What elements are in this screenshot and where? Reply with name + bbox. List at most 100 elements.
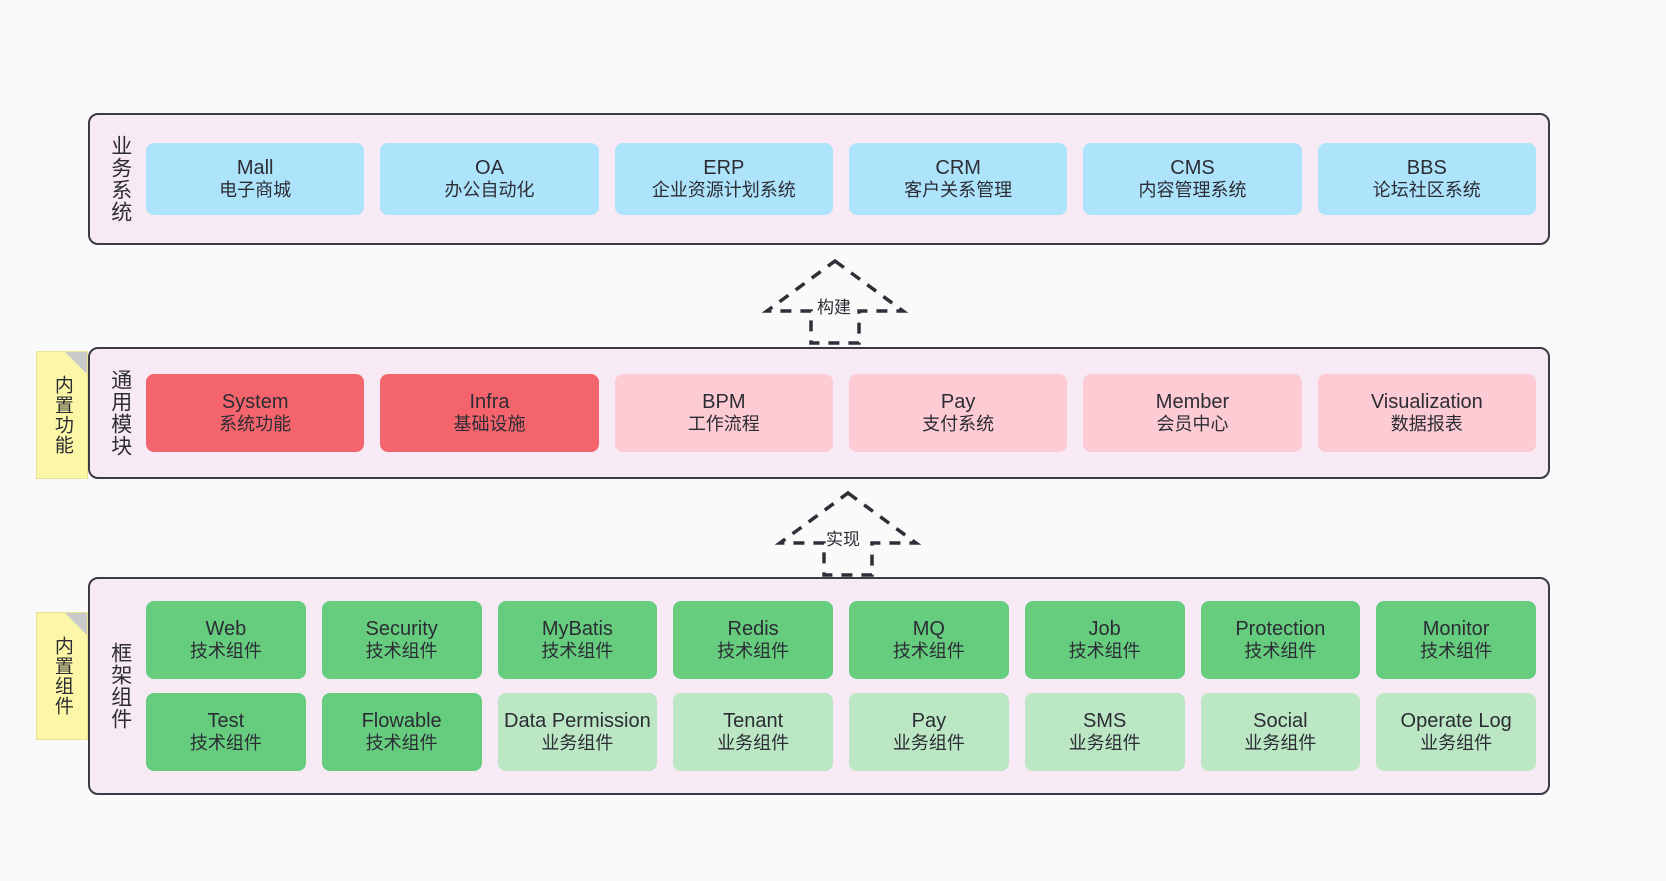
card-title-en: OA [475, 156, 504, 179]
card-subtitle-cn: 会员中心 [1156, 414, 1229, 435]
card-subtitle-cn: 业务组件 [1420, 733, 1493, 754]
card-title-en: BPM [702, 390, 746, 413]
card-subtitle-cn: 技术组件 [892, 641, 965, 662]
card-subtitle-cn: 系统功能 [219, 414, 292, 435]
card-title-en: Pay [940, 390, 976, 413]
card-subtitle-cn: 技术组件 [365, 733, 438, 754]
card-subtitle-cn: 业务组件 [717, 733, 790, 754]
card-subtitle-cn: 工作流程 [687, 414, 760, 435]
card-subtitle-cn: 客户关系管理 [904, 180, 1013, 201]
card-title-en: CRM [935, 156, 981, 179]
card-subtitle-cn: 基础设施 [453, 414, 526, 435]
card-title-en: Test [207, 709, 245, 732]
card-title-en: Job [1088, 617, 1121, 640]
card-subtitle-cn: 业务组件 [1068, 733, 1141, 754]
note-builtin-functions-label: 内置功能 [51, 375, 73, 455]
card-title-en: Web [205, 617, 247, 640]
card-title-en: Data Permission [504, 709, 651, 732]
card-subtitle-cn: 技术组件 [189, 733, 262, 754]
card-subtitle-cn: 支付系统 [922, 414, 995, 435]
connector-build-label: 构建 [817, 298, 851, 317]
layer-common-module-title: 通用模块 [108, 369, 132, 457]
card-title-en: Security [365, 617, 438, 640]
card-subtitle-cn: 技术组件 [1068, 641, 1141, 662]
card-title-en: Mall [236, 156, 274, 179]
card-subtitle-cn: 技术组件 [365, 641, 438, 662]
card-title-en: ERP [703, 156, 745, 179]
connector-implement-arrow: 实现 [768, 487, 928, 577]
card-subtitle-cn: 业务组件 [541, 733, 614, 754]
card-subtitle-cn: 业务组件 [892, 733, 965, 754]
card-title-en: Social [1253, 709, 1308, 732]
card-title-en: MyBatis [541, 617, 613, 640]
card-subtitle-cn: 技术组件 [189, 641, 262, 662]
card-title-en: Protection [1235, 617, 1326, 640]
note-builtin-components: 内置组件 [36, 612, 88, 740]
card-title-en: Member [1155, 390, 1230, 413]
card-subtitle-cn: 电子商城 [219, 180, 292, 201]
card-title-en: Flowable [361, 709, 442, 732]
card-subtitle-cn: 业务组件 [1244, 733, 1317, 754]
card-subtitle-cn: 技术组件 [541, 641, 614, 662]
card-subtitle-cn: 技术组件 [1244, 641, 1317, 662]
layer-business-system-title: 业务系统 [108, 135, 132, 223]
layer-framework-component-title: 框架组件 [108, 642, 132, 730]
card-subtitle-cn: 技术组件 [1420, 641, 1493, 662]
card-title-en: Monitor [1422, 617, 1490, 640]
card-title-en: System [221, 390, 289, 413]
connector-implement-label: 实现 [826, 530, 860, 549]
card-subtitle-cn: 技术组件 [717, 641, 790, 662]
card-subtitle-cn: 办公自动化 [444, 180, 535, 201]
card-title-en: Infra [469, 390, 510, 413]
card-title-en: CMS [1170, 156, 1215, 179]
card-title-en: SMS [1082, 709, 1127, 732]
card-title-en: Pay [911, 709, 947, 732]
card-title-en: Operate Log [1400, 709, 1512, 732]
card-subtitle-cn: 论坛社区系统 [1372, 180, 1481, 201]
card-title-en: Redis [727, 617, 779, 640]
card-title-en: BBS [1406, 156, 1447, 179]
card-title-en: Tenant [723, 709, 784, 732]
note-builtin-functions: 内置功能 [36, 351, 88, 479]
connector-build-arrow: 构建 [755, 255, 915, 345]
card-title-en: MQ [912, 617, 945, 640]
